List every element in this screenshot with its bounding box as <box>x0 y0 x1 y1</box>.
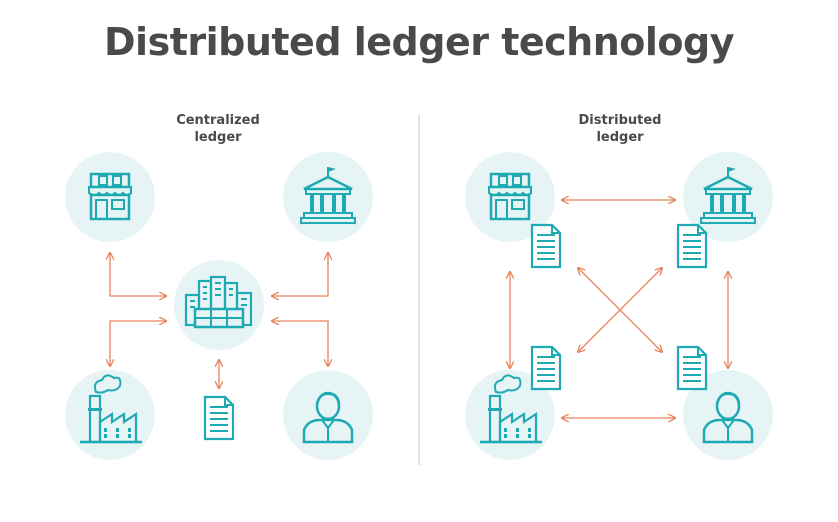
centralized-ledger-diagram <box>65 152 373 460</box>
distributed-ledger-diagram <box>465 152 773 460</box>
store-node <box>65 152 155 242</box>
person-node <box>683 370 773 460</box>
document-icon <box>676 223 708 269</box>
bank-node <box>683 152 773 242</box>
page-title: Distributed ledger technology <box>104 20 734 64</box>
store-node <box>465 152 555 242</box>
distributed-arrows <box>510 200 728 418</box>
centralized-arrows <box>110 253 328 388</box>
document-icon <box>203 395 235 441</box>
distributed-ledger-label: Distributed ledger <box>578 113 662 145</box>
document-icon <box>530 223 562 269</box>
bank-node <box>283 152 373 242</box>
person-node <box>283 370 373 460</box>
document-icon <box>676 345 708 391</box>
document-icon <box>530 345 562 391</box>
centralized-ledger-label: Centralized ledger <box>176 113 260 145</box>
